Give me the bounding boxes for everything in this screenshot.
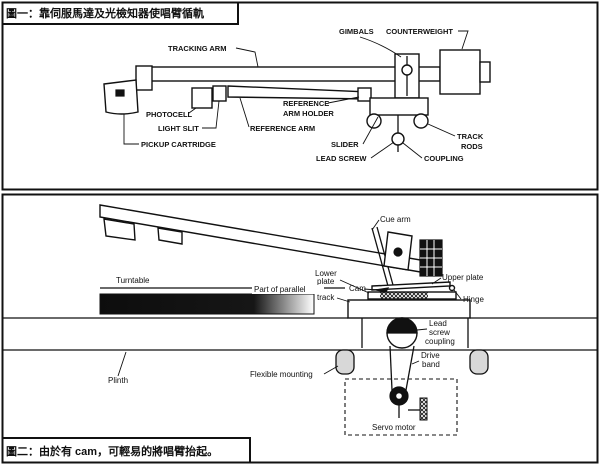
- leader-coupling: [402, 142, 423, 159]
- label-drive-band-line-1: Drive: [421, 351, 440, 360]
- leader-lower-plate: [339, 279, 370, 294]
- label-pickup-cartridge: PICKUP CARTRIDGE: [141, 140, 216, 149]
- label-reference-arm: REFERENCE ARM: [250, 124, 315, 133]
- label-lead-screw: LEAD SCREW: [316, 154, 367, 163]
- pickup-cartridge: [103, 79, 139, 115]
- label-lead-screw-coupling-line-3: coupling: [425, 337, 455, 346]
- label-cam: Cam: [349, 284, 366, 293]
- cam: [375, 287, 390, 293]
- track-rod-right: [413, 113, 429, 129]
- label-counterweight: COUNTERWEIGHT: [386, 27, 453, 36]
- arm-end-block: [135, 65, 153, 91]
- label-lead-screw-coupling-line-2: screw: [429, 328, 450, 337]
- leader-reference-arm: [239, 97, 250, 128]
- leader-pickup-cartridge: [123, 114, 139, 145]
- figure-1-caption-box: [2, 2, 239, 25]
- leader-counterweight: [458, 30, 469, 50]
- leader-cam: [363, 288, 378, 291]
- label-servo-motor: Servo motor: [372, 423, 416, 432]
- counterweight-block: [419, 239, 443, 277]
- leader-gimbals: [359, 36, 402, 58]
- label-hinge: Hinge: [463, 295, 484, 304]
- leader-lead-screw-coupling: [416, 328, 428, 331]
- leader-parallel-track: [336, 297, 351, 303]
- flexible-mounting-left: [335, 349, 355, 375]
- slider: [369, 97, 429, 116]
- label-cue-arm: Cue arm: [380, 215, 411, 224]
- figure-1-frame: [1, 1, 599, 191]
- leader-cue-arm: [371, 219, 380, 231]
- photocell: [191, 87, 213, 109]
- leader-lead-screw: [370, 141, 395, 159]
- label-reference-arm-holder-line-1: REFERENCE: [283, 99, 329, 108]
- label-light-slit: LIGHT SLIT: [158, 124, 199, 133]
- leader-light-slit: [202, 100, 220, 129]
- reference-arm: [227, 85, 371, 100]
- hinge: [448, 284, 456, 292]
- cartridge: [103, 218, 136, 241]
- label-track-rods-line-2: RODS: [461, 142, 483, 151]
- leader-upper-plate: [431, 277, 442, 285]
- figure-2: 圖二：由於有 cam，可輕易的將唱臂抬起。: [1, 193, 599, 464]
- reference-arm-holder: [357, 87, 372, 102]
- label-lower-plate-line-2: plate: [317, 277, 335, 286]
- label-plinth: Plinth: [108, 376, 128, 385]
- label-coupling: COUPLING: [424, 154, 464, 163]
- leader-slider: [362, 116, 379, 145]
- label-track-rods-line-1: TRACK: [457, 132, 484, 141]
- turntable-platter: [99, 293, 315, 315]
- servo-motor-box: [344, 378, 458, 436]
- leader-reference-arm-holder: [327, 96, 360, 104]
- label-reference-arm-holder-line-2: ARM HOLDER: [283, 109, 334, 118]
- cue-arm-pivot: [393, 247, 403, 257]
- leader-plinth: [117, 351, 127, 377]
- coupling: [391, 132, 405, 146]
- cue-arm-rod: [371, 227, 389, 287]
- leader-flexible-mounting: [323, 365, 339, 375]
- parallel-track-label-backdrop: [252, 285, 324, 294]
- leader-tracking-arm: [235, 47, 259, 68]
- label-lower-plate-line-1: Lower: [315, 269, 337, 278]
- servo-motor-hub: [394, 391, 404, 401]
- gimbal-pivot: [401, 64, 413, 76]
- track-rod-left: [366, 113, 382, 129]
- label-slider: SLIDER: [331, 140, 359, 149]
- label-tracking-arm: TRACKING ARM: [168, 44, 226, 53]
- leader-drive-band: [411, 360, 420, 365]
- label-parallel-track-line-1: Part of parallel: [254, 285, 306, 294]
- label-lead-screw-coupling-line-1: Lead: [429, 319, 447, 328]
- mechanism-top-frame: [347, 299, 471, 319]
- counterweight: [439, 49, 481, 95]
- label-photocell: PHOTOCELL: [146, 110, 193, 119]
- cartridge-stylus-block: [115, 89, 125, 97]
- label-drive-band-line-2: band: [422, 360, 440, 369]
- leader-hinge: [453, 289, 462, 300]
- figure-1-caption: 圖一：靠伺服馬達及光檢知器使唱臂循軌: [6, 6, 204, 20]
- flexible-mounting-right: [469, 349, 489, 375]
- label-turntable: Turntable: [116, 276, 150, 285]
- light-slit: [212, 85, 227, 102]
- figure-2-caption-box: [2, 437, 251, 463]
- lower-plate-hatching: [380, 292, 428, 299]
- counterweight-stub: [479, 61, 491, 83]
- servo-gear: [419, 397, 428, 421]
- label-gimbals: GIMBALS: [339, 27, 374, 36]
- label-flexible-mounting: Flexible mounting: [250, 370, 313, 379]
- label-upper-plate: Upper plate: [442, 273, 484, 282]
- drive-band: [389, 345, 393, 391]
- figure-1: 圖一：靠伺服馬達及光檢知器使唱臂循軌 TRACKING ARM GIMBALS …: [1, 1, 599, 191]
- sensor-block: [157, 227, 183, 245]
- leader-track-rods: [427, 123, 456, 137]
- drive-band: [405, 345, 415, 391]
- lead-screw-coupling-dark-half: [386, 317, 418, 334]
- figure-2-caption: 圖二：由於有 cam，可輕易的將唱臂抬起。: [6, 444, 218, 458]
- figure-2-frame: [1, 193, 599, 464]
- leader-photocell: [188, 107, 197, 114]
- label-parallel-track-line-2: track: [317, 293, 335, 302]
